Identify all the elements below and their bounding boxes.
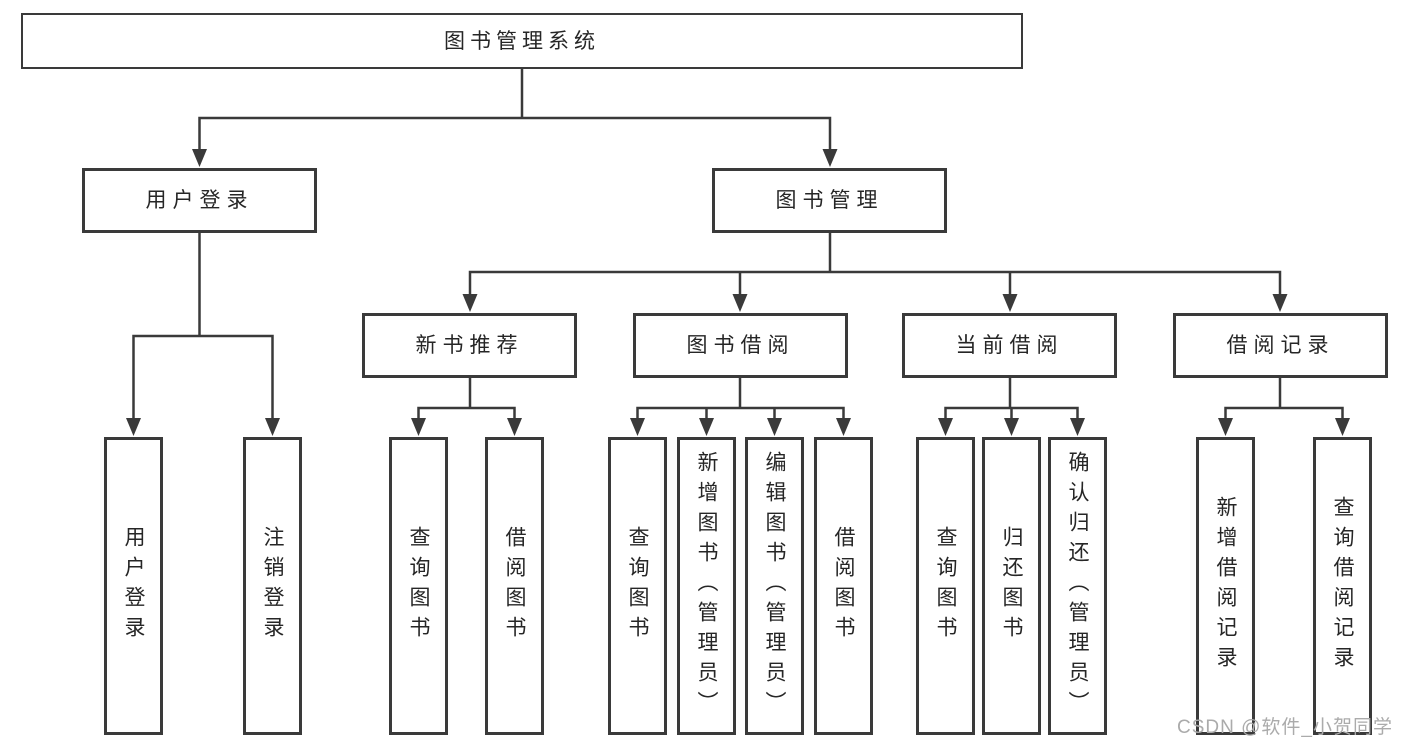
leaf-query-books-borrowing: 查询图书 [608, 437, 667, 735]
leaf-label: 查询借阅记录 [1331, 496, 1354, 676]
node-label: 借阅记录 [1226, 334, 1335, 357]
connector-borrow-records-to-leaves [1224, 378, 1344, 421]
leaf-label: 归还图书 [1000, 526, 1023, 646]
node-label: 图书管理系统 [444, 29, 600, 53]
arrowhead [1335, 418, 1350, 436]
leaf-label: 查询图书 [407, 526, 430, 646]
arrowhead [732, 294, 748, 312]
node-label: 当前借阅 [955, 334, 1064, 357]
leaf-edit-books-admin: 编辑图书（管理员） [745, 437, 804, 735]
arrowhead [1002, 294, 1018, 312]
leaf-add-books-admin: 新增图书（管理员） [677, 437, 736, 735]
connector-book-mgmt-to-level3 [468, 233, 1282, 297]
leaf-label: 借阅图书 [503, 526, 526, 646]
node-label: 用户登录 [145, 189, 254, 212]
arrowhead [836, 418, 851, 436]
leaf-label: 新增图书（管理员） [695, 451, 718, 721]
leaf-label: 注销登录 [261, 526, 284, 646]
arrowhead [1070, 418, 1085, 436]
leaf-borrow-books-recommend: 借阅图书 [485, 437, 544, 735]
leaf-label: 借阅图书 [832, 526, 855, 646]
arrowhead [507, 418, 522, 436]
arrowhead [462, 294, 478, 312]
leaf-confirm-return-admin: 确认归还（管理员） [1048, 437, 1107, 735]
csdn-watermark: CSDN @软件_小贺同学 [1177, 717, 1393, 738]
connector-current-borrow-to-leaves [944, 378, 1079, 421]
connector-book-borrow-to-leaves [636, 378, 845, 421]
node-label: 图书借阅 [686, 334, 795, 357]
arrowhead [265, 418, 280, 436]
arrowhead [938, 418, 953, 436]
leaf-return-books: 归还图书 [982, 437, 1041, 735]
leaf-label: 编辑图书（管理员） [763, 451, 786, 721]
leaf-label: 查询图书 [626, 526, 649, 646]
arrowhead [1218, 418, 1233, 436]
connector-root-to-level2 [198, 69, 832, 152]
node-label: 新书推荐 [415, 334, 524, 357]
leaf-query-borrow-record: 查询借阅记录 [1313, 437, 1372, 735]
arrowheads [126, 149, 1350, 436]
leaf-logout: 注销登录 [243, 437, 302, 735]
leaf-label: 新增借阅记录 [1214, 496, 1237, 676]
arrowhead [411, 418, 426, 436]
arrowhead [767, 418, 782, 436]
node-book-management: 图书管理 [712, 168, 947, 233]
arrowhead [699, 418, 714, 436]
node-new-book-recommendation: 新书推荐 [362, 313, 577, 378]
arrowhead [1272, 294, 1288, 312]
leaf-user-login: 用户登录 [104, 437, 163, 735]
node-library-management-system: 图书管理系统 [21, 13, 1023, 69]
node-current-borrowing: 当前借阅 [902, 313, 1117, 378]
arrowhead [126, 418, 141, 436]
leaf-label: 确认归还（管理员） [1066, 451, 1089, 721]
leaf-label: 用户登录 [122, 526, 145, 646]
leaf-add-borrow-record: 新增借阅记录 [1196, 437, 1255, 735]
leaf-query-books-recommend: 查询图书 [389, 437, 448, 735]
arrowhead [822, 149, 838, 167]
arrowhead [192, 149, 207, 167]
leaf-label: 查询图书 [934, 526, 957, 646]
connector-new-book-to-leaves [417, 378, 516, 421]
leaf-query-books-current: 查询图书 [916, 437, 975, 735]
node-book-borrowing: 图书借阅 [633, 313, 848, 378]
leaf-borrow-books: 借阅图书 [814, 437, 873, 735]
node-label: 图书管理 [775, 189, 884, 212]
node-borrowing-records: 借阅记录 [1173, 313, 1388, 378]
node-user-login: 用户登录 [82, 168, 317, 233]
connector-user-login-to-leaves [132, 233, 274, 421]
arrowhead [630, 418, 645, 436]
arrowhead [1004, 418, 1019, 436]
